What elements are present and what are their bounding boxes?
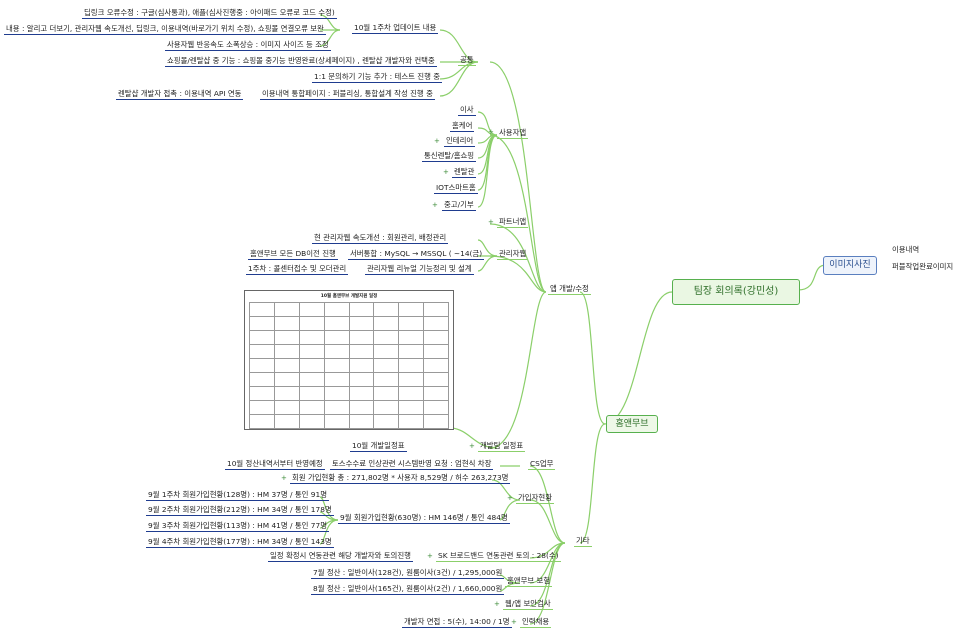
expand-icon[interactable]: + <box>488 218 494 226</box>
branch-app-dev[interactable]: 앱 개발/수정 <box>548 284 591 295</box>
expand-icon[interactable]: + <box>434 137 440 145</box>
node-oct-update[interactable]: 10월 1주차 업데이트 내용 <box>352 23 439 34</box>
leaf-admin-speed[interactable]: 현 관리자웹 속도개선 : 회원관리, 배정관리 <box>312 233 449 244</box>
leaf-update-content[interactable]: 내용 : 알리고 더보기, 관리자웹 속도개선, 딥링크, 이용내역(바로가기 … <box>4 24 326 35</box>
node-dev-schedule[interactable]: 개발팀 일정표 <box>478 441 526 452</box>
leaf-usage-integrated[interactable]: 이용내역 통합페이지 : 퍼블리싱, 통합설계 작성 진행 중 <box>260 89 435 100</box>
leaf-homecare[interactable]: 홈케어 <box>450 121 475 132</box>
expand-icon[interactable]: + <box>469 442 475 450</box>
leaf-inquiry-feature[interactable]: 1:1 문의하기 기능 추가 : 테스트 진행 중 <box>312 72 443 83</box>
leaf-interior[interactable]: 인테리어 <box>444 136 476 147</box>
expand-icon[interactable]: + <box>427 552 433 560</box>
expand-icon[interactable]: + <box>507 494 513 502</box>
node-homemuve-insurance[interactable]: 홈앤무브 보험 <box>505 576 553 587</box>
leaf-oct-settlement[interactable]: 10월 정산내역서부터 반영예정 <box>225 459 325 470</box>
branch-homemuve[interactable]: 홈앤무브 <box>606 415 658 433</box>
node-web-app-security[interactable]: 웹/앱 보안검사 <box>503 599 553 610</box>
node-user-app[interactable]: 사용자앱 <box>497 128 529 139</box>
leaf-callcenter[interactable]: 1주차 : 콜센터접수 및 오더관리 <box>246 264 349 275</box>
leaf-oct-schedule[interactable]: 10월 개발일정표 <box>350 441 407 452</box>
leaf-publish-images[interactable]: 퍼블작업완료이미지 <box>892 262 954 271</box>
leaf-server-merge[interactable]: 서버통합 : MySQL → MSSQL ( ~14(금) <box>348 249 485 260</box>
schedule-title: 10월 홈앤무브 개발지원 일정 <box>320 294 378 299</box>
leaf-deeplink-fix[interactable]: 딥링크 오류수정 : 구글(심사통과), 애플(심사진행중 : 아이패드 오류로… <box>82 8 337 19</box>
leaf-sk-discussion[interactable]: 일정 확정시 연동관련 해당 개발자와 토의진행 <box>268 551 413 562</box>
leaf-sept-members[interactable]: 9월 회원가입현황(630명) : HM 146명 / 통인 484명 <box>338 513 510 524</box>
leaf-july-settlement[interactable]: 7월 정산 : 일반이사(128건), 원룸이사(3건) / 1,295,000… <box>311 568 505 579</box>
leaf-week1[interactable]: 9월 1주차 회원가입현황(128명) : HM 37명 / 통인 91명 <box>146 490 329 501</box>
leaf-usage-history[interactable]: 이용내역 <box>892 245 920 254</box>
leaf-toss-fee[interactable]: 토스수수료 인상관련 시스템반영 요청 : 엄현식 차장 <box>330 459 494 470</box>
branch-image-photo[interactable]: 이미지사진 <box>823 256 877 275</box>
schedule-image: 10월 홈앤무브 개발지원 일정 <box>244 290 454 430</box>
leaf-total-members[interactable]: 회원 가입현황 총 : 271,802명 * 사용자 8,529명 / 허수 2… <box>290 473 511 484</box>
node-members[interactable]: 가입자현황 <box>516 493 554 504</box>
leaf-rental-developer[interactable]: 렌탈샵 개발자 접촉 : 이용내역 API 연동 <box>116 89 244 100</box>
node-partner-app[interactable]: 파트너앱 <box>497 217 529 228</box>
schedule-table <box>249 302 449 429</box>
leaf-week2[interactable]: 9월 2주차 회원가입현황(212명) : HM 34명 / 통인 178명 <box>146 505 334 516</box>
leaf-telecom-rental[interactable]: 통신렌탈/홈쇼핑 <box>422 151 477 162</box>
node-admin-web[interactable]: 관리자웹 <box>497 249 529 260</box>
expand-icon[interactable]: + <box>511 618 517 626</box>
node-common[interactable]: 공통 <box>458 55 476 66</box>
leaf-db-migration[interactable]: 홈앤무브 모든 DB이전 진행 <box>248 249 338 260</box>
node-hiring[interactable]: 인력채용 <box>520 617 552 628</box>
expand-icon[interactable]: + <box>494 600 500 608</box>
leaf-aug-settlement[interactable]: 8월 정산 : 일반이사(165건), 원룸이사(2건) / 1,660,000… <box>311 584 505 595</box>
root-node[interactable]: 팀장 회의록(강민성) <box>672 279 800 305</box>
leaf-user-web-speed[interactable]: 사용자웹 반응속도 소폭상승 : 이미지 사이즈 등 조정 <box>165 40 331 51</box>
node-sk-broadband[interactable]: SK 브로드밴드 연동관련 토의 : 28(수) <box>436 551 561 562</box>
leaf-admin-renewal[interactable]: 관리자웹 리뉴얼 기능정리 및 설계 <box>365 264 474 275</box>
leaf-week4[interactable]: 9월 4주차 회원가입현황(177명) : HM 34명 / 통인 143명 <box>146 537 334 548</box>
leaf-used-donation[interactable]: 중고/기부 <box>442 200 476 211</box>
expand-icon[interactable]: + <box>281 474 287 482</box>
expand-icon[interactable]: + <box>443 168 449 176</box>
expand-icon[interactable]: + <box>488 128 494 136</box>
leaf-interview[interactable]: 개발자 면접 : 5(수), 14:00 / 1명 <box>402 617 512 628</box>
leaf-week3[interactable]: 9월 3주차 회원가입현황(113명) : HM 41명 / 통인 77명 <box>146 521 329 532</box>
expand-icon[interactable]: + <box>432 201 438 209</box>
leaf-move[interactable]: 이사 <box>458 105 476 116</box>
branch-etc[interactable]: 기타 <box>574 536 592 547</box>
leaf-rental-hall[interactable]: 렌탈관 <box>452 167 477 178</box>
leaf-iot-smarthome[interactable]: IOT스마트홈 <box>434 183 478 194</box>
node-cs[interactable]: CS업무 <box>528 459 556 470</box>
leaf-shopping-rental[interactable]: 쇼핑몰/렌탈샵 중 기능 : 쇼핑몰 중기능 반영완료(상세페이지) , 렌탈샵… <box>165 56 437 67</box>
